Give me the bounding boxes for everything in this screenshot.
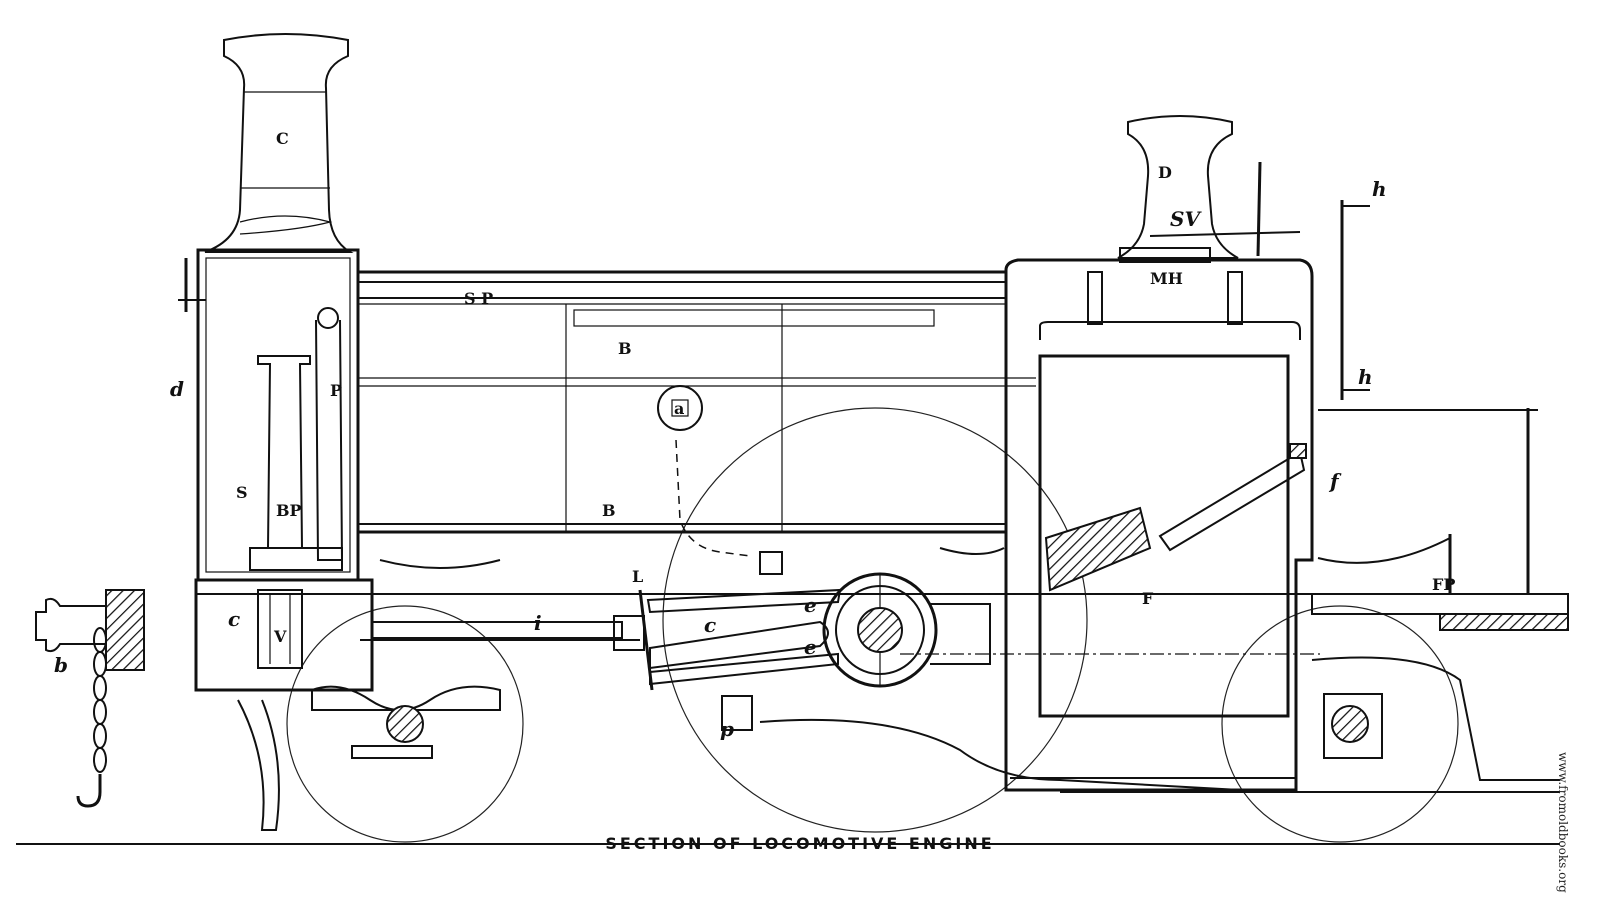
leading-axle bbox=[386, 705, 424, 743]
eccentric-rod-upper bbox=[646, 588, 842, 614]
whistle-rod bbox=[1256, 161, 1262, 257]
label-B-top: B bbox=[618, 339, 632, 358]
driving-spring bbox=[939, 547, 1005, 555]
trailing-axle bbox=[1331, 705, 1369, 743]
smokebox-inner-wall bbox=[205, 257, 351, 573]
safety-valve-body bbox=[1119, 247, 1211, 263]
steam-pipe-elbow bbox=[317, 307, 339, 329]
leading-wheel bbox=[286, 605, 524, 843]
trailing-wheel bbox=[1221, 605, 1459, 843]
axle-box-bracket bbox=[759, 551, 783, 575]
trailing-spring bbox=[1317, 537, 1451, 564]
dome bbox=[1117, 115, 1239, 259]
label-V: V bbox=[273, 627, 287, 646]
firebox-crown-plate bbox=[1039, 321, 1301, 340]
label-B-bottom: B bbox=[602, 501, 616, 520]
firebox-outer-casing bbox=[1004, 258, 1314, 792]
coupling-chain bbox=[93, 627, 107, 773]
label-c-smokebox: c bbox=[228, 607, 240, 631]
label-SP: S P bbox=[464, 289, 493, 308]
label-h-bottom: h bbox=[1358, 365, 1373, 389]
buffer bbox=[35, 597, 107, 653]
label-P: P bbox=[330, 381, 342, 400]
label-a: a bbox=[674, 399, 684, 418]
crank-web bbox=[930, 603, 991, 665]
footplate bbox=[1311, 593, 1569, 615]
label-F: F bbox=[1142, 589, 1154, 608]
trailing-axle-box bbox=[1323, 693, 1383, 759]
fire-door-deflector bbox=[1158, 450, 1306, 552]
firebox-inner bbox=[1038, 354, 1290, 718]
label-S: S bbox=[236, 483, 248, 502]
feed-pump-body bbox=[721, 695, 753, 731]
label-BP: BP bbox=[276, 501, 302, 520]
label-e-top: e bbox=[804, 593, 817, 617]
crank-axle bbox=[857, 607, 903, 653]
fire-door-ring bbox=[1289, 443, 1307, 459]
trailing-frame-tail bbox=[1311, 656, 1560, 781]
connecting-rod bbox=[649, 620, 829, 670]
chimney-base-curve bbox=[239, 215, 333, 235]
label-h-top: h bbox=[1372, 177, 1387, 201]
manhole-stud-right bbox=[1227, 271, 1243, 325]
leading-spring bbox=[379, 559, 501, 569]
diagram-caption: SECTION OF LOCOMOTIVE ENGINE bbox=[605, 834, 995, 853]
water-gauge-inner bbox=[671, 399, 689, 417]
piston-rod bbox=[371, 621, 623, 639]
brick-arch bbox=[1044, 506, 1152, 592]
label-D: D bbox=[1158, 163, 1172, 182]
coupling-hook bbox=[76, 774, 102, 808]
buffer-beam bbox=[105, 589, 145, 671]
label-i: i bbox=[534, 611, 542, 635]
eccentric-rod-lower bbox=[649, 652, 839, 686]
smokebox bbox=[196, 248, 360, 582]
water-gauge bbox=[657, 385, 703, 431]
label-L: L bbox=[632, 567, 643, 586]
label-c-rod: c bbox=[704, 613, 716, 637]
source-watermark: www.fromoldbooks.org bbox=[1556, 752, 1570, 893]
manhole-stud-left bbox=[1087, 271, 1103, 325]
chimney bbox=[204, 33, 354, 253]
footplate-hatch bbox=[1439, 613, 1569, 631]
feed-pipe bbox=[759, 718, 1241, 791]
label-SV: SV bbox=[1170, 207, 1202, 231]
label-MH: MH bbox=[1150, 269, 1183, 288]
steam-pipe bbox=[315, 319, 344, 561]
valve-chest bbox=[257, 589, 303, 669]
label-d: d bbox=[170, 377, 184, 401]
leading-axle-guide bbox=[351, 745, 433, 759]
label-f: f bbox=[1328, 469, 1342, 493]
safety-valve-lever bbox=[1149, 231, 1301, 237]
steam-collector bbox=[573, 309, 935, 327]
label-e-bottom: e bbox=[804, 635, 817, 659]
label-FP: FP bbox=[1432, 575, 1455, 594]
label-p: p bbox=[720, 717, 734, 741]
label-b: b bbox=[54, 653, 68, 677]
driving-wheel bbox=[662, 407, 1088, 833]
front-guard bbox=[237, 699, 280, 831]
label-C: C bbox=[276, 129, 289, 148]
